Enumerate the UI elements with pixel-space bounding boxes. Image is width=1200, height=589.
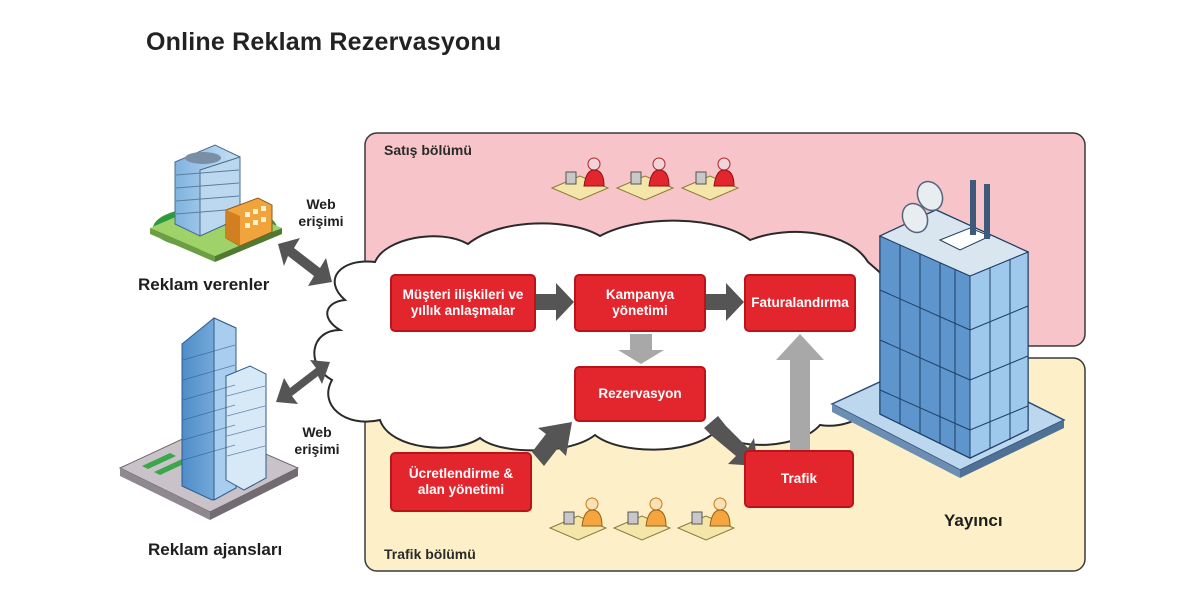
workstation-person-icon <box>612 497 672 541</box>
workstation-person-icon <box>615 157 675 201</box>
web-access-line1: Web <box>302 424 332 440</box>
web-access-arrow-advertisers <box>278 238 332 286</box>
web-access-label-agencies: Web erişimi <box>282 424 352 458</box>
workstation-person-icon <box>548 497 608 541</box>
traffic-panel-label: Trafik bölümü <box>384 546 476 562</box>
publisher-tower-icon <box>830 180 1066 478</box>
office-building-icon <box>150 144 282 262</box>
web-access-arrow-agencies <box>276 360 330 404</box>
sales-staff-group <box>550 157 740 201</box>
reservation-box: Rezervasyon <box>574 366 706 422</box>
workstation-person-icon <box>680 157 740 201</box>
workstation-person-icon <box>550 157 610 201</box>
crm-box: Müşteri ilişkileri ve yıllık anlaşmalar <box>390 274 536 332</box>
web-access-line2: erişimi <box>294 441 340 457</box>
arrow-crm-to-campaign <box>536 283 574 321</box>
publisher-label: Yayıncı <box>944 511 1003 530</box>
workstation-person-icon <box>676 497 736 541</box>
arrow-pricing-to-reservation <box>532 422 572 466</box>
skyscraper-icon <box>118 317 300 520</box>
pricing-box: Ücretlendirme & alan yönetimi <box>390 452 532 512</box>
arrow-campaign-to-reservation <box>618 334 664 364</box>
advertisers-label: Reklam verenler <box>138 275 270 294</box>
agencies-label: Reklam ajansları <box>148 540 283 559</box>
billing-box: Faturalandırma <box>744 274 856 332</box>
arrow-traffic-to-billing <box>776 334 824 452</box>
web-access-label-advertisers: Web erişimi <box>286 196 356 230</box>
campaign-box: Kampanya yönetimi <box>574 274 706 332</box>
traffic-staff-group <box>548 497 736 541</box>
web-access-line2: erişimi <box>298 213 344 229</box>
page-title: Online Reklam Rezervasyonu <box>146 28 502 56</box>
traffic-box: Trafik <box>744 450 854 508</box>
web-access-line1: Web <box>306 196 336 212</box>
arrow-campaign-to-billing <box>706 283 744 321</box>
sales-panel-label: Satış bölümü <box>384 142 472 158</box>
